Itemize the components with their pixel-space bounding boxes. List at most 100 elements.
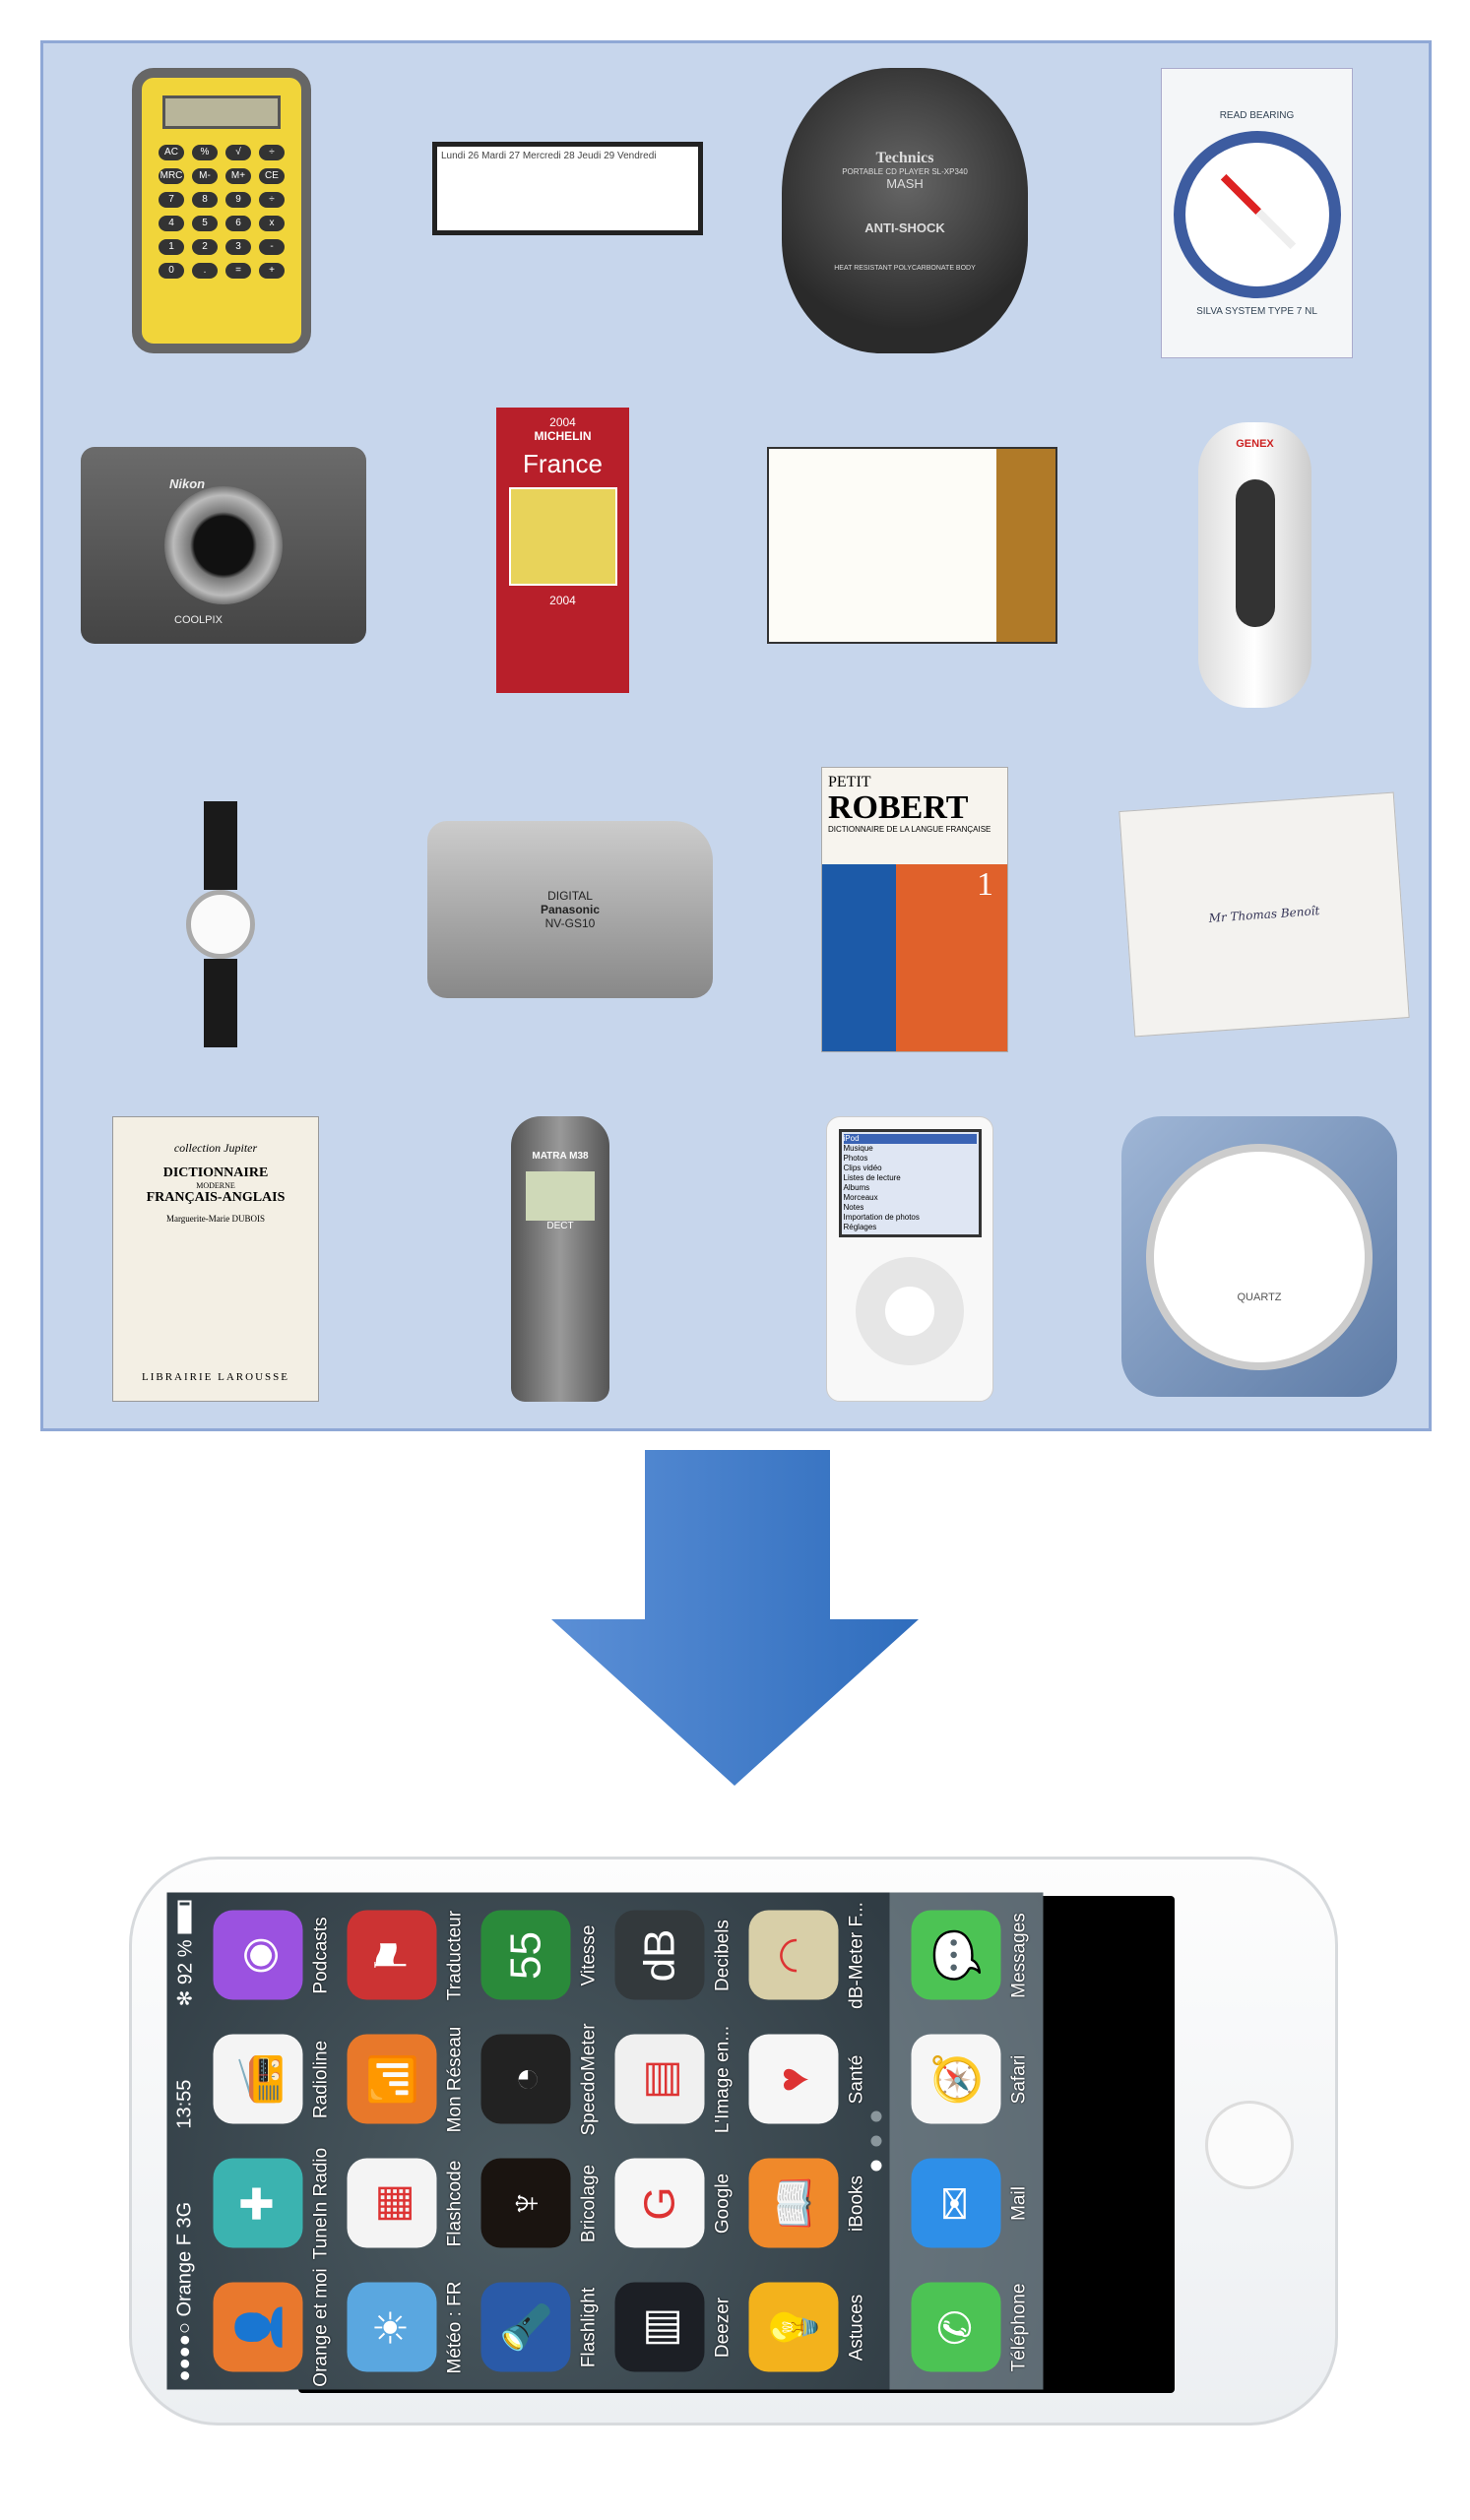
app-label: Traducteur [444,1910,465,2001]
app-label: Mon Réseau [444,2026,465,2133]
app-icon: ◔ [480,2035,570,2124]
french-english-dictionary: collection Jupiter DICTIONNAIRE MODERNE … [112,1116,319,1402]
cd-player: Technics PORTABLE CD PLAYER SL-XP340 MAS… [782,68,1028,353]
watch-face [186,890,255,959]
letters: Mr Thomas Benoît [1118,791,1410,1038]
clock-label: QUARTZ [1237,1291,1282,1303]
radio-brand: GENEX [1236,438,1274,450]
app-label: Bricolage [578,2164,599,2243]
calculator-key: . [192,263,218,279]
camcorder: DIGITAL Panasonic NV-GS10 [427,821,713,998]
app-label: Météo : FR [444,2281,465,2374]
compass-bottom-text: SILVA SYSTEM TYPE 7 NL [1196,305,1317,317]
app-label: Safari [1008,2054,1029,2105]
app-astuces[interactable]: 💡Astuces [748,2266,882,2390]
cd-badge: ANTI-SHOCK [864,220,945,235]
app-deezer[interactable]: ▥Deezer [614,2266,748,2390]
hand-radio: GENEX [1198,422,1311,708]
camera-model: COOLPIX [174,614,223,626]
app-db-meter-f-[interactable]: ◠ dB-Meter F... [748,1894,882,2018]
app-icon: ✉ [911,2159,1000,2248]
app-mon-r-seau[interactable]: 📶 Mon Réseau [347,2018,480,2142]
signal-icon: ●●●●○ [172,2322,195,2382]
app-label: Orange et moi [310,2268,331,2387]
app-icon: 🧭 [911,2035,1000,2124]
ipod-menu-item: Importation de photos [843,1213,920,1222]
ipod-menu-item: Réglages [843,1223,877,1231]
app-icon: ▥ [614,2283,704,2372]
calculator-key: - [259,239,285,255]
app-icon: G [614,2159,704,2248]
app-safari[interactable]: 🧭 Safari [911,2018,1043,2142]
ipod-menu-item: Morceaux [843,1193,878,1202]
camcorder-model: NV-GS10 [544,916,596,930]
ipod-menu-item: Albums [843,1183,870,1192]
app-traducteur[interactable]: ⚑Traducteur [347,1894,480,2018]
app-label: SpeedoMeter [578,2023,599,2136]
camcorder-brand: Panasonic [540,903,601,916]
app-icon: ▤ [614,2035,704,2124]
calculator-display [162,95,281,129]
dict-publisher: LIBRAIRIE LAROUSSE [142,1371,289,1383]
carrier: Orange F [172,2234,195,2317]
calculator-key: 8 [192,192,218,208]
app-icon: 55 [480,1911,570,2000]
calculator-key: = [225,263,251,279]
dict-title: DICTIONNAIRE [162,1166,269,1180]
app-label: Mail [1008,2186,1029,2221]
app-label: Astuces [846,2294,866,2362]
app-flashlight[interactable]: 🔦Flashlight [480,2266,614,2390]
app-podcasts[interactable]: ◉Podcasts [213,1894,347,2018]
app-l-image-en-[interactable]: ▤L'Image en... [614,2018,748,2142]
calculator-key: ÷ [259,145,285,160]
cd-sub: MASH [886,176,924,191]
app-label: TuneIn Radio [310,2147,331,2260]
map-year: 2004 [549,415,576,429]
app-icon: ◠ [748,1911,838,2000]
app-label: Messages [1008,1913,1029,1998]
notebook [767,447,1057,644]
app-icon: dB [614,1911,704,2000]
robert-petit: PETIT [828,774,871,790]
app-orange-et-moi[interactable]: 👤 Orange et moi [213,2266,347,2390]
app-radioline[interactable]: 📻Radioline [213,2018,347,2142]
app-flashcode[interactable]: ▦Flashcode [347,2142,480,2266]
status-bar: ●●●●○ Orange F 3G 13:55 ✻ 92 % [170,1900,198,2382]
app-bricolage[interactable]: ♆ Bricolage [480,2142,614,2266]
agenda-text: Lundi 26 Mardi 27 Mercredi 28 Jeudi 29 V… [441,151,657,161]
app-t-l-phone[interactable]: ✆Téléphone [911,2266,1043,2390]
app-icon: ✚ [213,2159,302,2248]
app-icon: 📶 [347,2035,436,2124]
app-sant-[interactable]: ♥Santé [748,2018,882,2142]
app-tunein-radio[interactable]: ✚ TuneIn Radio [213,2142,347,2266]
gsm-brand: MATRA M38 [532,1151,589,1162]
app-ibooks[interactable]: 📖iBooks [748,2142,882,2266]
app-icon: 💬 [911,1911,1000,2000]
app-label: Santé [846,2054,866,2105]
app-m-t-o-fr[interactable]: ☀Météo : FR [347,2266,480,2390]
app-label: Radioline [310,2040,331,2119]
camera: Nikon COOLPIX [81,447,366,644]
app-messages[interactable]: 💬 Messages [911,1894,1043,2018]
app-icon: ✆ [911,2283,1000,2372]
app-label: dB-Meter F... [846,1902,866,2009]
app-mail[interactable]: ✉ Mail [911,2142,1043,2266]
cordless-phone: MATRA M38 DECT [511,1116,609,1402]
camera-lens [164,486,283,604]
home-button[interactable] [1205,2101,1294,2189]
down-arrow-icon [551,1450,919,1786]
app-speedometer[interactable]: ◔ SpeedoMeter [480,2018,614,2142]
app-icon: 👤 [213,2283,302,2372]
dict-sub: MODERNE [196,1181,235,1190]
app-icon: ◉ [213,1911,302,2000]
app-icon: ♆ [480,2159,570,2248]
map-year-bottom: 2004 [549,594,576,607]
battery-icon [176,1900,191,1934]
